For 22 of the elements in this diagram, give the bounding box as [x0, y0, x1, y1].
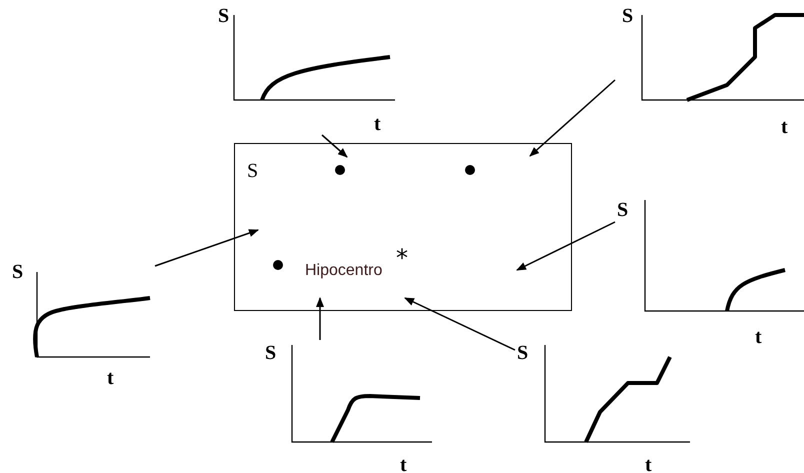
arrow [154, 229, 259, 267]
arrow [316, 297, 324, 340]
axis-label: t [374, 114, 381, 134]
axis-label: S [622, 6, 634, 26]
region-box [234, 143, 572, 311]
axis-label: t [645, 455, 652, 473]
arrow [516, 221, 616, 271]
axis-label: t [107, 368, 114, 388]
arrow [529, 79, 616, 157]
region-label: S [247, 161, 258, 181]
axis-label: S [265, 343, 276, 363]
arrow [404, 297, 516, 351]
axis-label: S [517, 343, 528, 363]
axis-label: t [755, 327, 762, 347]
axis-label: S [617, 200, 628, 220]
axis-label: S [12, 262, 24, 282]
hypocenter-mark: * [396, 246, 408, 270]
axis-label: t [400, 455, 407, 473]
axis-label: t [781, 117, 788, 137]
hypocenter-label: Hipocentro [305, 263, 382, 279]
axis-label: S [218, 6, 230, 26]
arrow [322, 134, 348, 158]
